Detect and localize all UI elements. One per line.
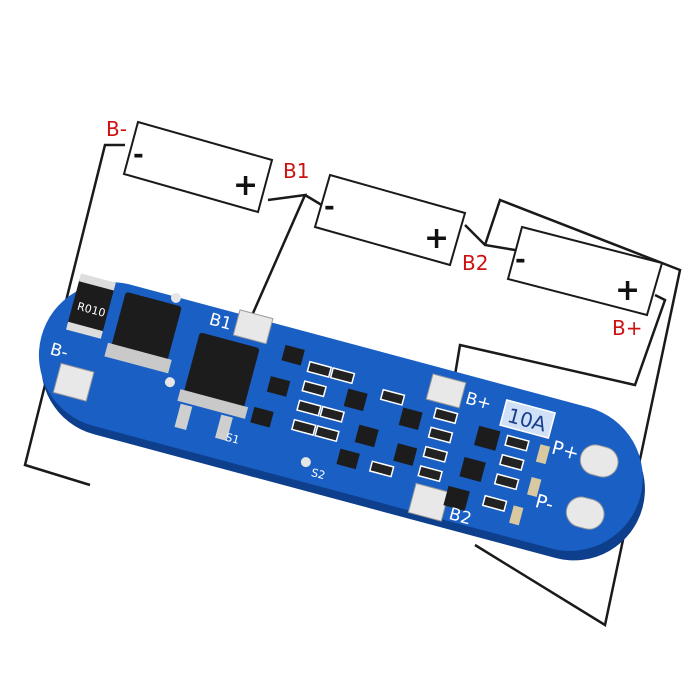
silk-b-minus: B- [48, 339, 70, 363]
wire-b1-left [248, 193, 308, 321]
silk-s2: S2 [310, 466, 327, 482]
mosfet-2 [183, 332, 260, 410]
pad-b2 [407, 482, 450, 522]
label-b-minus-top: B- [106, 117, 127, 141]
cell-3-minus: - [515, 245, 526, 275]
shunt-resistor [67, 279, 115, 334]
label-b1: B1 [283, 159, 309, 183]
pcb-board: R010 [38, 273, 645, 561]
wire-b-plus [453, 293, 667, 387]
mosfet-1 [112, 292, 182, 361]
cell-1-minus: - [133, 140, 144, 170]
pad-b-plus [425, 373, 467, 409]
pad-b1 [232, 309, 274, 345]
cell-2-plus: + [424, 221, 449, 256]
label-b-plus-right: B+ [612, 316, 642, 340]
silk-p-minus: P- [533, 490, 556, 516]
rating-badge [499, 399, 557, 439]
pad-b-minus [52, 362, 95, 402]
cell-1-plus: + [233, 168, 258, 203]
battery-cell-2: - + [313, 173, 467, 267]
battery-cell-1: - + [122, 120, 274, 214]
cell-2-minus: - [324, 192, 335, 222]
wire-b2-loop [474, 198, 682, 627]
silk-s1: S1 [224, 431, 241, 447]
pad-p-minus [565, 496, 605, 530]
pad-p-plus [579, 444, 619, 478]
cell-3-plus: + [615, 273, 640, 308]
label-b2: B2 [462, 251, 488, 275]
battery-cell-3: - + [506, 225, 664, 317]
